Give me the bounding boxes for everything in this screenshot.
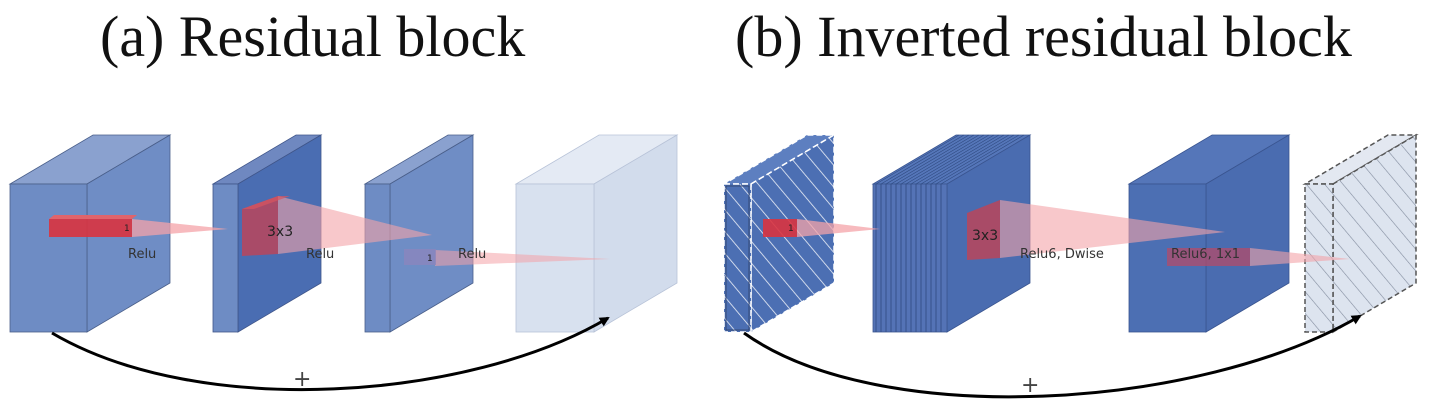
projection-cone-5	[1000, 200, 1225, 258]
activation-label-3: Relu	[458, 247, 486, 262]
kernel-label-2: 3x3	[267, 224, 293, 240]
kernel-label-4: 1	[788, 224, 794, 234]
activation-label-5: Relu6, 1x1	[1171, 247, 1240, 262]
channel-slice-edge	[890, 134, 975, 185]
residual-tensor-1	[8, 134, 172, 333]
channel-slice-edge	[925, 134, 1010, 185]
channel-slice-edge	[905, 134, 990, 185]
residual-tensor-2	[211, 134, 323, 333]
projection-cone-2	[278, 196, 432, 254]
residual-tensor-3	[363, 134, 475, 333]
kernel-label-3: 1	[427, 254, 433, 264]
channel-slice-edge	[880, 134, 965, 185]
channel-slice-edge	[940, 134, 1025, 185]
kernel-1x1-c: 1	[763, 219, 797, 237]
inverted-residual-block: 1 3x3 Relu6, Dwise Relu6, 1x1 +	[721, 133, 1419, 399]
kernel-projection-1x1	[1167, 248, 1250, 266]
skip-connection-arrow-b	[743, 314, 1362, 399]
channel-slice-edge	[875, 134, 960, 185]
channel-slice-edge	[915, 134, 1000, 185]
kernel-label-1: 1	[124, 224, 130, 234]
channel-slice-edge	[885, 134, 970, 185]
inverted-tensor-4	[1302, 133, 1419, 334]
channel-slice-edge	[900, 134, 985, 185]
projection-cone-6	[1250, 248, 1350, 266]
skip-plus-symbol: +	[293, 367, 311, 392]
activation-label-4: Relu6, Dwise	[1020, 247, 1104, 262]
residual-block: 1 3x3 1 Relu Relu Relu +	[8, 134, 679, 392]
kernel-3x3: 3x3	[242, 196, 293, 256]
channel-slice-edge	[895, 134, 980, 185]
activation-label-1: Relu	[128, 247, 156, 262]
channel-slice-edge	[920, 134, 1005, 185]
kernel-label-5: 3x3	[972, 228, 998, 244]
skip-connection-arrow	[51, 316, 610, 392]
channel-slices	[875, 134, 1025, 332]
channel-slice-edge	[930, 134, 1015, 185]
channel-slice-edge	[910, 134, 995, 185]
projection-cone-1	[132, 219, 228, 237]
kernel-1x1: 1	[49, 215, 137, 237]
activation-label-2: Relu	[306, 247, 334, 262]
projection-cone-3	[435, 250, 610, 266]
kernel-1x1-b: 1	[404, 249, 436, 265]
channel-slice-edge	[935, 134, 1020, 185]
title-inverted-residual-block: (b) Inverted residual block	[735, 4, 1352, 69]
residual-tensor-4	[514, 134, 679, 333]
title-residual-block: (a) Residual block	[100, 4, 526, 69]
skip-plus-symbol-b: +	[1021, 373, 1039, 398]
kernel-3x3-b: 3x3	[967, 200, 1000, 260]
projection-cone-4	[797, 219, 880, 237]
